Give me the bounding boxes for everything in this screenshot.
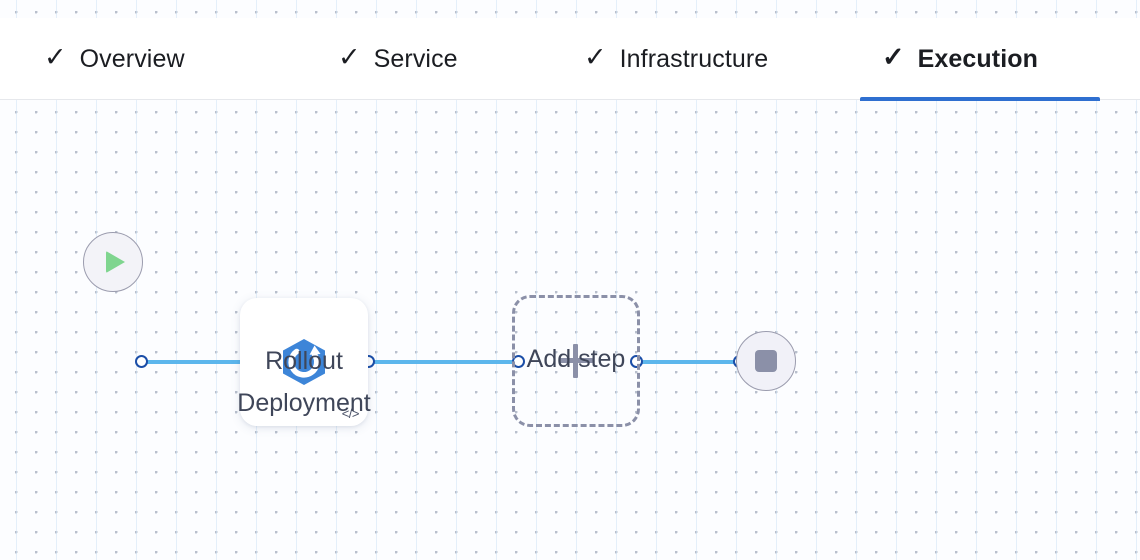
- play-icon: [106, 251, 125, 273]
- active-tab-indicator: [860, 97, 1100, 101]
- canvas-grid-background-top: [0, 0, 1140, 18]
- add-step-label: Add step: [526, 345, 626, 373]
- code-icon: </>: [341, 406, 360, 421]
- check-icon: ✓: [44, 41, 67, 72]
- step-node-label: Rollout Deployment: [237, 347, 371, 417]
- check-icon: ✓: [584, 41, 607, 72]
- end-node[interactable]: [736, 331, 796, 391]
- edge-step-to-add[interactable]: [366, 360, 518, 364]
- rollout-deployment-icon: [278, 336, 330, 388]
- canvas-top-strip: [0, 0, 1140, 18]
- plus-icon: [559, 344, 593, 378]
- tab-label-infrastructure: Infrastructure: [619, 44, 769, 73]
- tab-execution[interactable]: ✓ Execution: [860, 18, 1100, 101]
- pipeline-tab-bar: ✓ Overview ✓ Service ✓ Infrastructure ✓ …: [0, 18, 1140, 101]
- tab-label-service: Service: [373, 44, 458, 73]
- step-node-rollout-deployment[interactable]: </>: [240, 298, 368, 426]
- tab-infrastructure[interactable]: ✓ Infrastructure: [562, 18, 790, 100]
- check-icon: ✓: [882, 41, 905, 72]
- canvas-grid-background-flow: [0, 100, 1140, 560]
- check-icon: ✓: [338, 41, 361, 72]
- tab-service[interactable]: ✓ Service: [316, 18, 480, 100]
- start-node[interactable]: [83, 232, 143, 292]
- execution-flow-canvas[interactable]: [0, 100, 1140, 560]
- edge-add-to-end[interactable]: [634, 360, 740, 364]
- tab-label-execution: Execution: [917, 44, 1038, 73]
- edge-start-to-step[interactable]: [140, 360, 244, 364]
- add-step-node[interactable]: [512, 295, 640, 427]
- tab-overview[interactable]: ✓ Overview: [22, 18, 207, 100]
- tab-label-overview: Overview: [79, 44, 185, 73]
- stop-icon: [755, 350, 777, 372]
- connection-handle-start-output[interactable]: [135, 355, 148, 368]
